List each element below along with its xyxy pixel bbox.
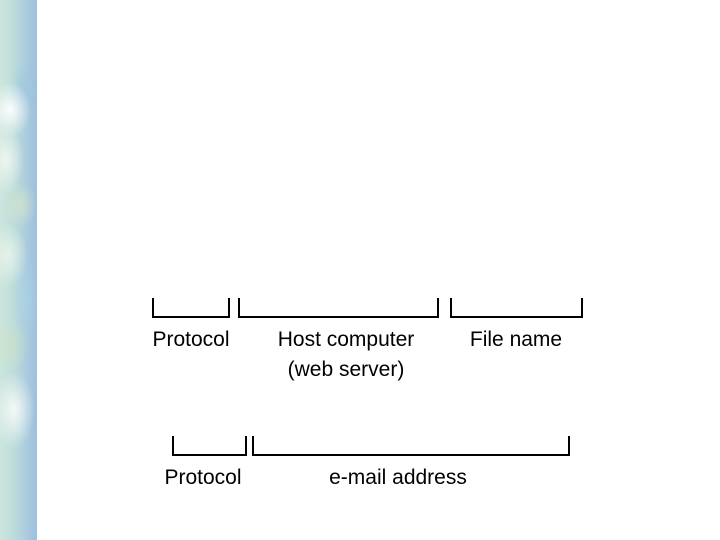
url-filename-bracket: [450, 298, 583, 318]
url-protocol-label: Protocol: [152, 328, 230, 351]
url-host-label: Host computer (web server): [277, 328, 415, 381]
url-filename-label: File name: [469, 328, 563, 351]
email-protocol-label: Protocol: [164, 466, 242, 489]
slide-side-decoration: [0, 0, 37, 540]
email-address-label: e-mail address: [329, 466, 467, 489]
url-host-bracket: [238, 298, 439, 318]
email-address-bracket: [252, 436, 570, 456]
url-protocol-bracket: [152, 298, 230, 318]
email-protocol-bracket: [172, 436, 247, 456]
